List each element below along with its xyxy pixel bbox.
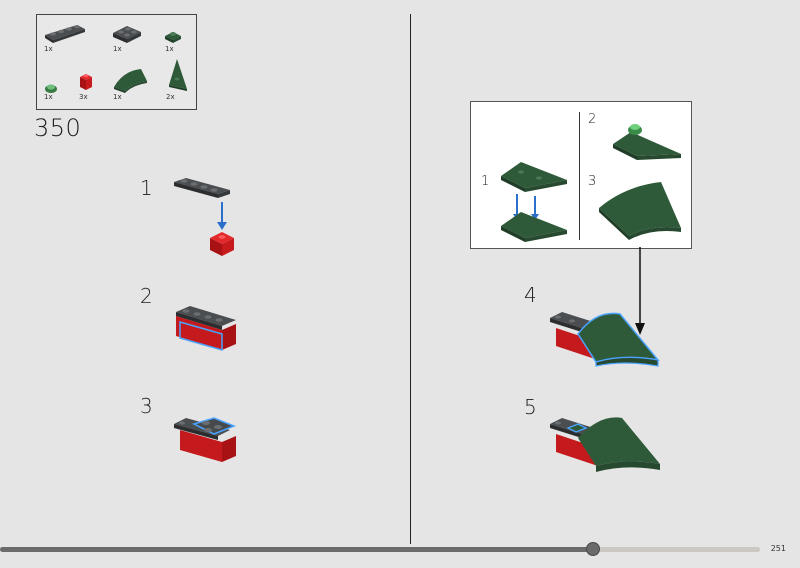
green-plate-clip-icon bbox=[165, 32, 181, 43]
callout-substep-3-model bbox=[599, 182, 681, 240]
step-number: 4 bbox=[524, 283, 537, 307]
substep-number: 3 bbox=[588, 174, 597, 189]
step-2-model bbox=[176, 306, 236, 351]
dark-grey-plate-2x2-icon bbox=[113, 26, 141, 43]
part-qty: 2x bbox=[166, 93, 175, 101]
part-qty: 1x bbox=[165, 45, 174, 53]
set-number: 350 bbox=[34, 114, 82, 142]
step-5-model bbox=[550, 417, 660, 472]
parts-list-box: 1x 1x 1x 1x bbox=[36, 14, 197, 110]
page-divider bbox=[410, 14, 411, 544]
callout-divider bbox=[579, 112, 580, 240]
progress-knob[interactable] bbox=[585, 542, 600, 556]
substep-number: 2 bbox=[588, 112, 597, 127]
step-number: 2 bbox=[140, 284, 153, 308]
step-3-model bbox=[174, 417, 237, 462]
substep-number: 1 bbox=[481, 174, 490, 189]
step-4-model bbox=[550, 312, 660, 367]
page-number: 251 bbox=[770, 544, 786, 553]
red-brick-icon bbox=[80, 74, 92, 90]
green-curved-slope-icon bbox=[114, 69, 147, 93]
part-qty: 1x bbox=[44, 45, 53, 53]
step-1-model bbox=[174, 178, 234, 256]
part-qty: 3x bbox=[79, 93, 88, 101]
callout-substep-2-model bbox=[613, 124, 681, 160]
callout-substep-1-model bbox=[501, 162, 567, 242]
progress-bar[interactable] bbox=[0, 542, 760, 556]
callout-pointer-arrow bbox=[635, 247, 645, 335]
step-number: 1 bbox=[140, 176, 153, 200]
part-qty: 1x bbox=[113, 93, 122, 101]
callout-box: 1 2 3 bbox=[470, 101, 692, 249]
dark-grey-plate-1x4-icon bbox=[45, 25, 85, 43]
step-number: 5 bbox=[524, 395, 537, 419]
green-wedge-plate-icon bbox=[169, 59, 187, 91]
green-round-stud-icon bbox=[45, 84, 57, 93]
step-number: 3 bbox=[140, 394, 153, 418]
part-qty: 1x bbox=[113, 45, 122, 53]
part-qty: 1x bbox=[44, 93, 53, 101]
progress-fill bbox=[0, 547, 593, 552]
